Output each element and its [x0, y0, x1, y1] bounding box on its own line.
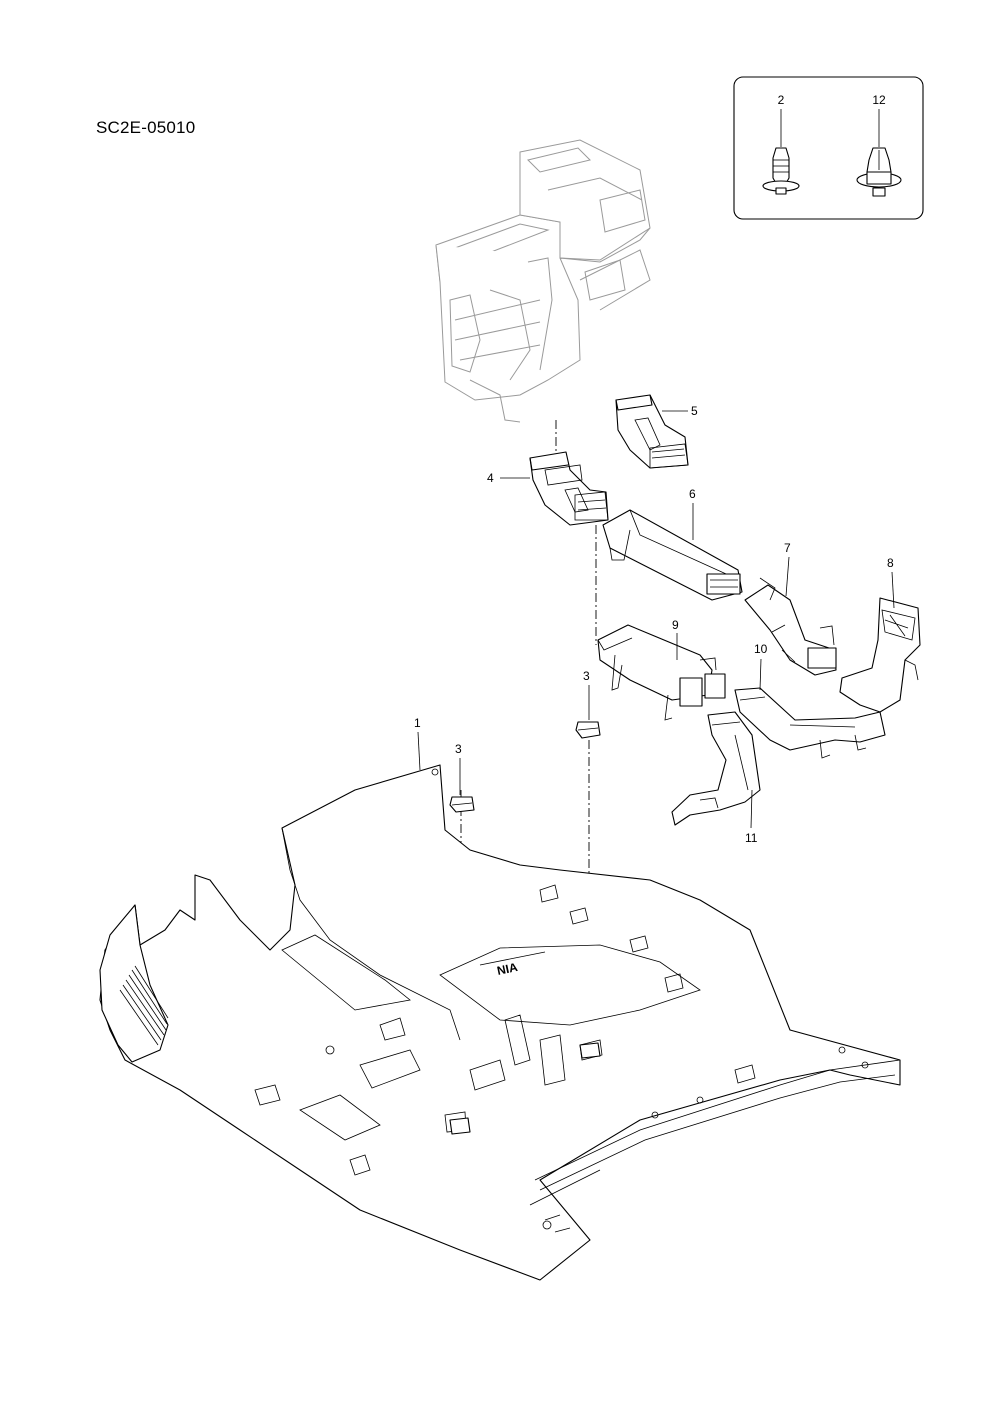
callout-3b: 3	[583, 669, 590, 683]
duct-part-5	[615, 394, 689, 469]
duct-part-11	[671, 711, 761, 826]
callout-6: 6	[689, 487, 696, 501]
plug-part-3-right	[575, 721, 601, 739]
floor-marking: NIA	[496, 960, 519, 978]
push-clip-12-icon	[856, 147, 902, 197]
duct-part-4	[529, 451, 609, 526]
duct-part-7	[744, 577, 837, 676]
callout-11: 11	[745, 831, 758, 845]
diagram-code: SC2E-05010	[96, 118, 196, 137]
duct-part-6	[602, 509, 743, 601]
callout-2: 2	[778, 93, 785, 107]
callout-3a: 3	[455, 742, 462, 756]
callout-7: 7	[784, 541, 791, 555]
duct-part-9	[597, 624, 726, 721]
callout-10: 10	[754, 642, 768, 656]
hvac-unit-reference	[435, 139, 651, 423]
callout-9: 9	[672, 618, 679, 632]
callout-5: 5	[691, 404, 698, 418]
floor-carpet-part-1: NIA	[99, 764, 901, 1281]
plug-part-3-left	[449, 796, 475, 813]
callout-1: 1	[414, 716, 421, 730]
callout-4: 4	[487, 471, 494, 485]
fastener-inset-box: 2 12	[733, 76, 924, 220]
push-clip-2-icon	[762, 147, 800, 195]
callout-12: 12	[872, 93, 886, 107]
duct-part-10	[734, 687, 886, 759]
callout-8: 8	[887, 556, 894, 570]
duct-part-8	[839, 597, 921, 713]
floor-vent-slats	[119, 965, 169, 1046]
